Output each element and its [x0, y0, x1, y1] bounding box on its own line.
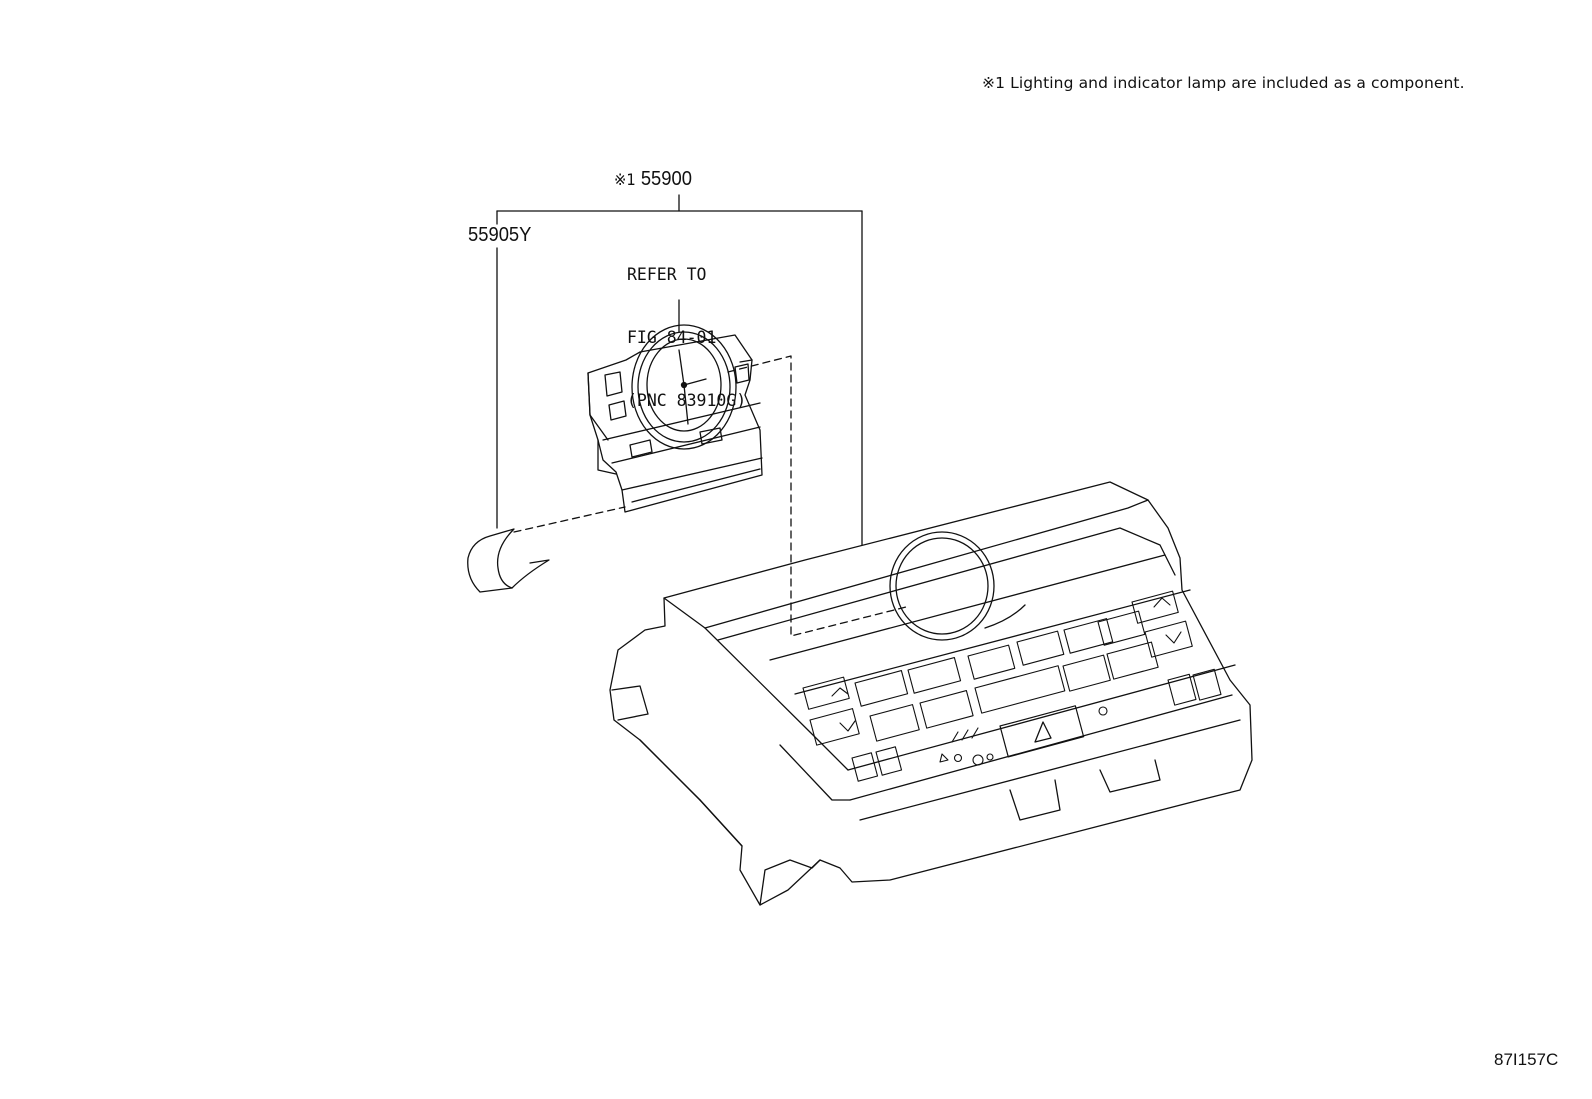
note-text: Lighting and indicator lamp are included… — [1010, 74, 1465, 92]
hazard-triangle-icon — [1034, 721, 1052, 743]
note-mark: ※1 — [982, 74, 1006, 92]
callout-cover[interactable]: 55905Y — [468, 224, 531, 247]
callout-clock[interactable]: ※1 55900 — [614, 168, 692, 191]
clock-icon — [631, 324, 737, 450]
hazard-button[interactable] — [999, 705, 1085, 758]
callout-cover-part-number: 55905Y — [468, 224, 532, 246]
refer-line-1: REFER TO — [627, 265, 707, 284]
center-console-panel[interactable] — [609, 481, 1253, 906]
clock-assembly[interactable] — [587, 324, 763, 513]
figure-id: 87I157C — [1494, 1050, 1559, 1069]
leader-lines — [496, 194, 911, 637]
trim-cover[interactable] — [467, 528, 550, 593]
callout-clock-mark: ※1 — [614, 170, 636, 189]
callout-clock-part-number: 55900 — [640, 168, 692, 190]
component-note: ※1 Lighting and indicator lamp are inclu… — [982, 74, 1465, 92]
trim-piece-icon — [467, 528, 515, 593]
